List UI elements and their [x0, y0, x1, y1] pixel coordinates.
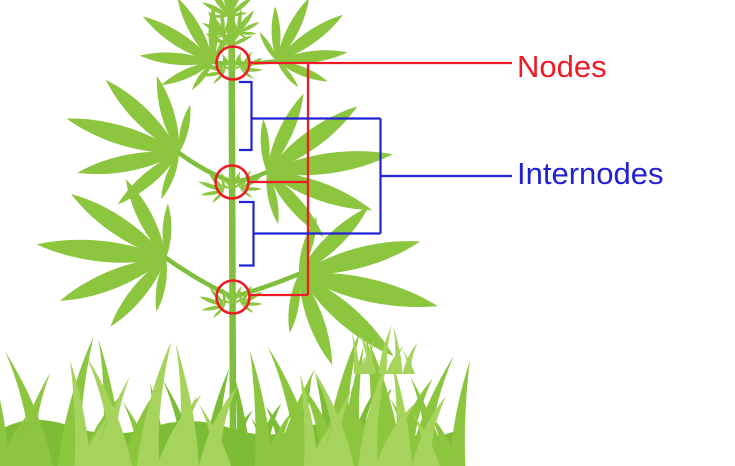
nodes-callout-group: [214, 45, 512, 315]
internodes-label: Internodes: [517, 156, 664, 191]
main-stem: [228, 0, 237, 446]
node-marker-circle-bottom: [215, 279, 251, 315]
internode-bracket-upper: [239, 80, 253, 152]
internode-bracket-lower: [239, 200, 255, 267]
fan-leaf: [28, 166, 181, 337]
petiole: [230, 271, 302, 300]
grass-clump: [70, 341, 238, 466]
internodes-callout-group: [239, 80, 512, 267]
nodes-label: Nodes: [517, 49, 607, 84]
